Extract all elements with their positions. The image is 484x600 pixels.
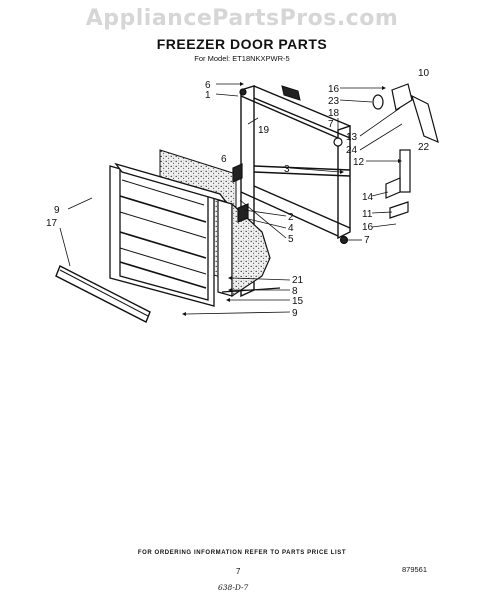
door-liner	[109, 162, 228, 307]
callout-9: 9	[54, 205, 60, 216]
callout-labels: 6 1 16 10 23 18 7 19 13 24 22 3 12 6 14 …	[46, 68, 430, 319]
callout-13: 13	[346, 132, 358, 143]
leader-lines	[59, 83, 403, 315]
callout-12: 12	[353, 157, 365, 168]
callout-22: 22	[418, 142, 430, 153]
callout-8: 8	[292, 286, 298, 297]
panel-clip	[281, 85, 301, 101]
callout-23: 23	[328, 96, 340, 107]
watermark: AppliancePartsPros.com	[85, 6, 399, 31]
callout-1: 1	[205, 90, 211, 101]
callout-21: 21	[292, 275, 304, 286]
callout-3: 3	[284, 164, 290, 175]
callout-10: 10	[418, 68, 430, 79]
callout-18: 18	[328, 108, 340, 119]
callout-19: 19	[258, 125, 270, 136]
callout-4: 4	[288, 223, 294, 234]
callout-17: 17	[46, 218, 58, 229]
hinge-assembly	[232, 83, 439, 245]
callout-6b: 6	[221, 154, 227, 165]
diagram-code: 879561	[402, 565, 428, 574]
callout-15: 15	[292, 296, 304, 307]
callout-2: 2	[288, 212, 294, 223]
door-outer-panel	[217, 199, 281, 298]
callout-11: 11	[362, 209, 373, 220]
callout-24: 24	[346, 145, 358, 156]
model-number: For Model: ET18NKXPWR-5	[194, 54, 290, 63]
callout-5: 5	[288, 234, 294, 245]
callout-7b: 7	[364, 235, 370, 246]
leader-arrows	[182, 82, 402, 316]
page-title: FREEZER DOOR PARTS	[156, 36, 328, 52]
callout-7: 7	[328, 119, 334, 130]
page-number: 7	[236, 567, 241, 576]
callout-16b: 16	[362, 222, 374, 233]
callout-9b: 9	[292, 308, 298, 319]
ordering-note: FOR ORDERING INFORMATION REFER TO PARTS …	[137, 550, 347, 556]
callout-6: 6	[205, 80, 211, 91]
callout-16: 16	[328, 84, 340, 95]
callout-14: 14	[362, 192, 374, 203]
handwritten-reference: 638-D-7	[218, 583, 249, 592]
